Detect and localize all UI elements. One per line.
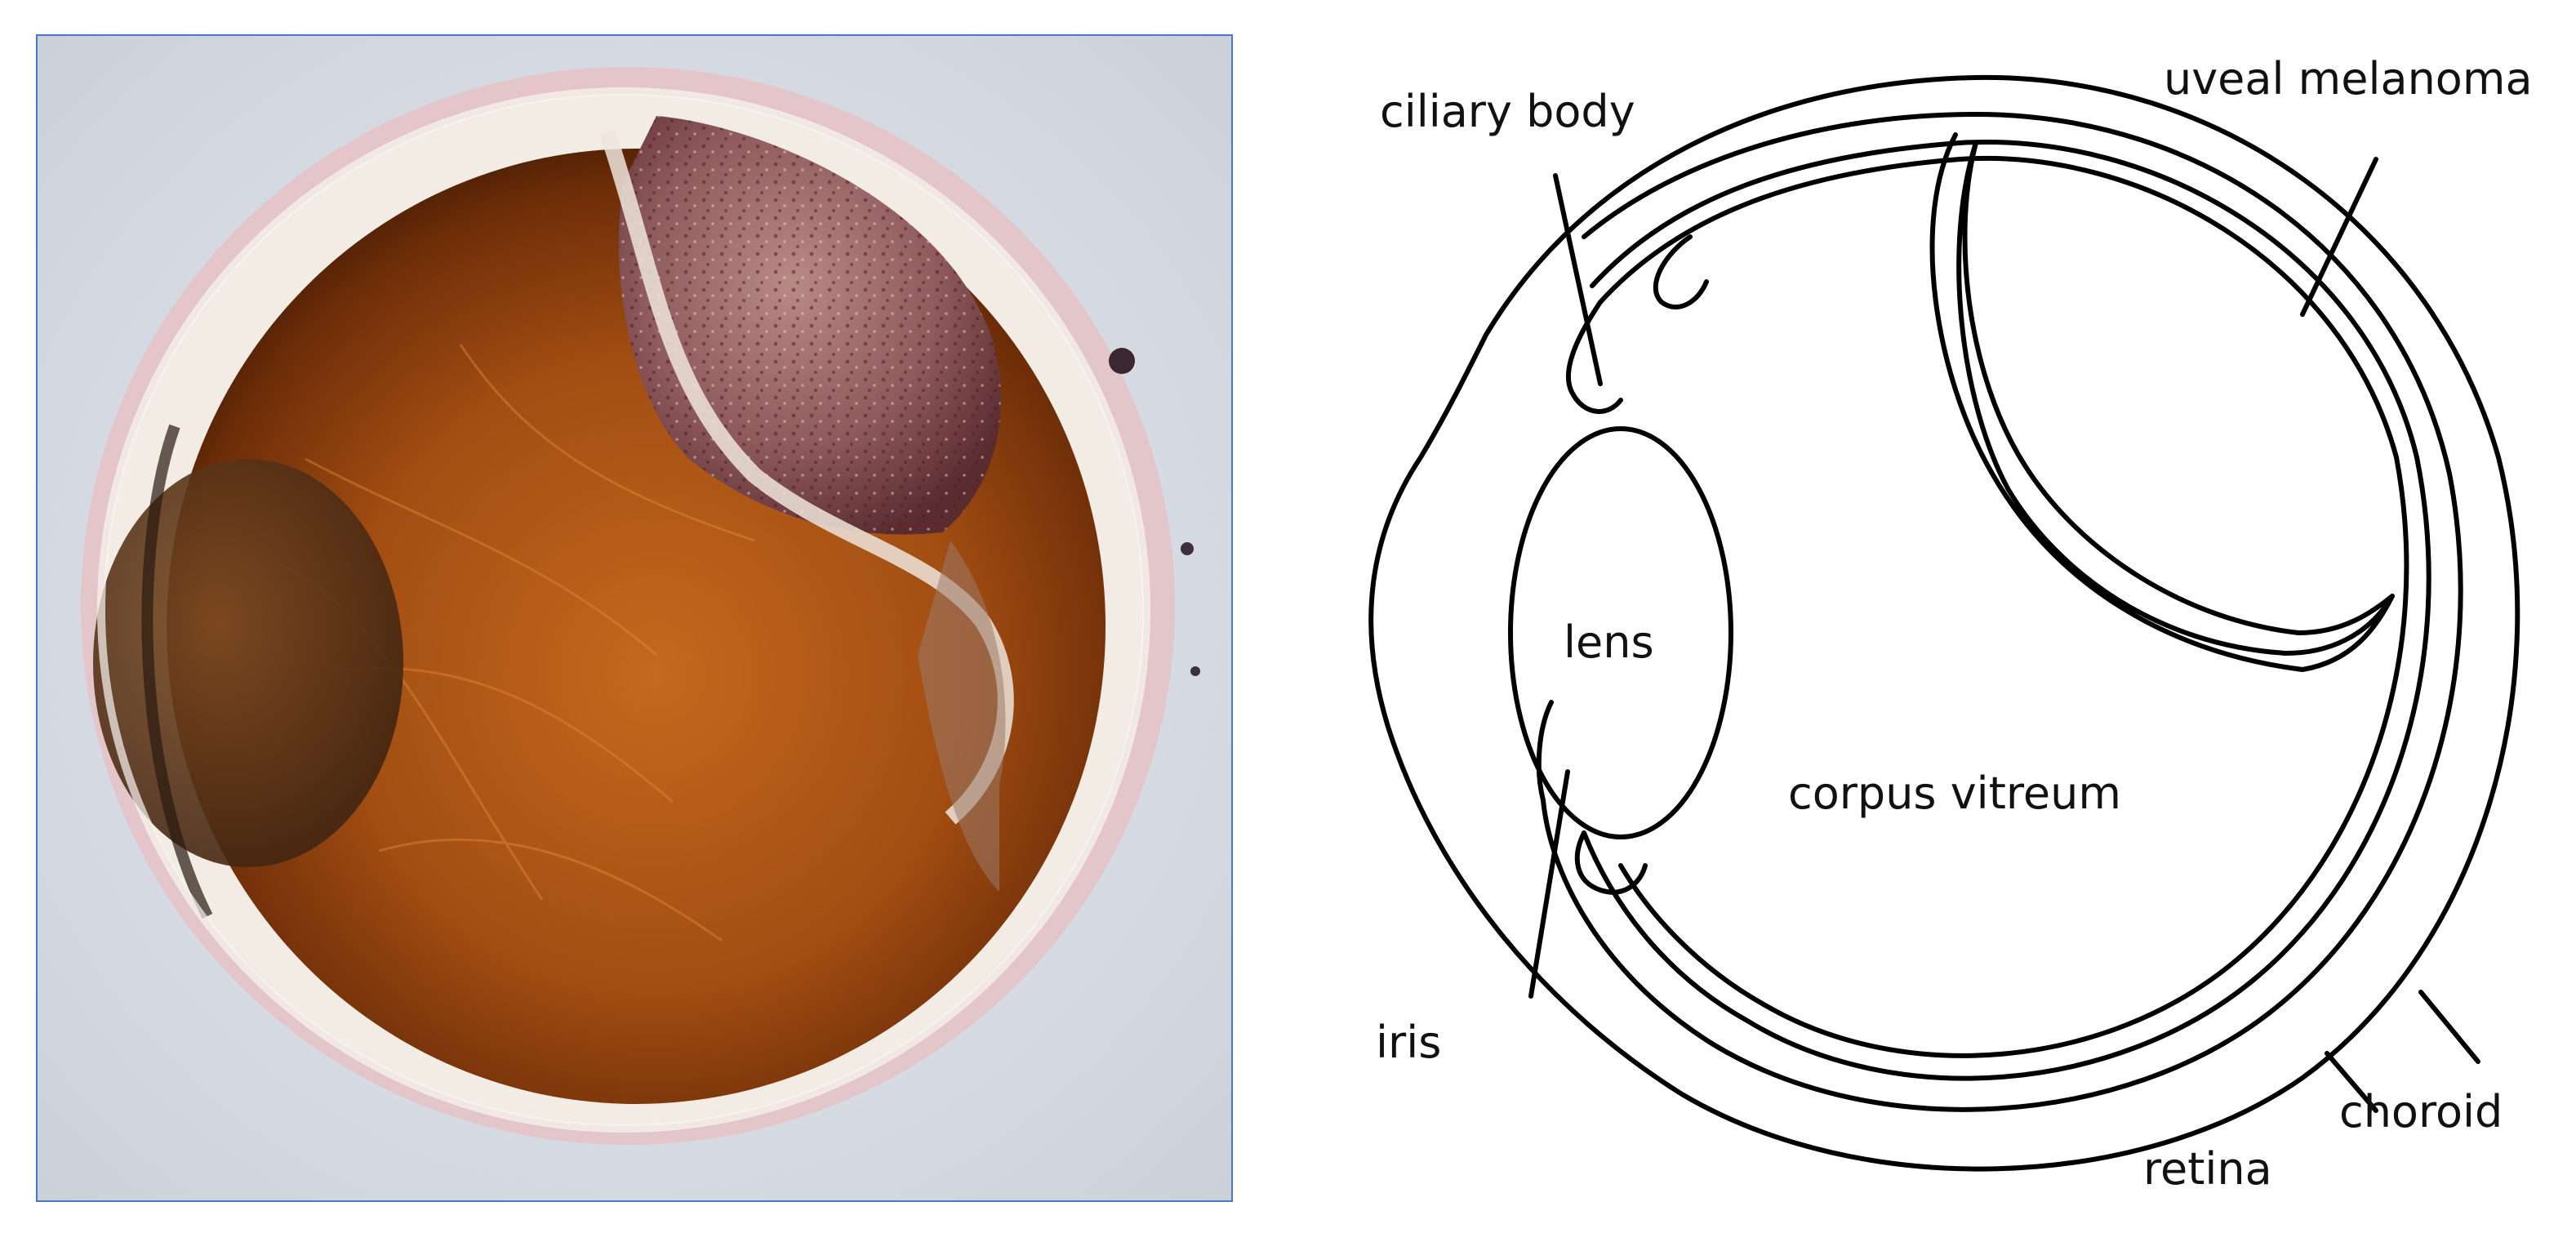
retina-leader [2325, 1051, 2378, 1113]
dark-spot [1190, 666, 1200, 676]
label-lens: lens [1564, 617, 1654, 668]
label-corpus-vitreum: corpus vitreum [1788, 768, 2121, 819]
eye-photo [36, 34, 1233, 1202]
label-choroid: choroid [2339, 1086, 2503, 1137]
dark-spot [1181, 542, 1194, 555]
lens-photo [93, 459, 403, 867]
iris-leader [1528, 769, 1570, 999]
ciliary-body-leader [1553, 173, 1603, 386]
subretinal-area [918, 541, 1006, 892]
eye-diagram-svg: ciliary body uveal melanoma lens corpus … [1368, 53, 2533, 1195]
tumor-outline-inner [1962, 140, 2395, 635]
eye-diagram: ciliary body uveal melanoma lens corpus … [1339, 33, 2564, 1233]
iris-edge [141, 424, 213, 919]
sclera-outline [1368, 74, 2520, 1172]
eye-photo-svg [36, 34, 1233, 1202]
label-uveal-melanoma: uveal melanoma [2164, 53, 2533, 105]
lens-outline [1508, 426, 1733, 839]
retina-outline [1582, 140, 2431, 1081]
iris-shape-2 [1536, 700, 1554, 803]
iris-shape [1574, 830, 1648, 895]
choroid-outline [1541, 112, 2463, 1112]
uveal-melanoma-leader [2300, 157, 2378, 317]
choroid-leader [2418, 990, 2480, 1064]
dark-spot [1109, 348, 1135, 374]
retina-inner-outline [1598, 155, 2409, 1058]
label-iris: iris [1376, 1017, 1441, 1068]
label-ciliary-body: ciliary body [1380, 86, 1635, 137]
ciliary-body-shape-2 [1653, 234, 1709, 309]
label-retina: retina [2143, 1143, 2272, 1195]
